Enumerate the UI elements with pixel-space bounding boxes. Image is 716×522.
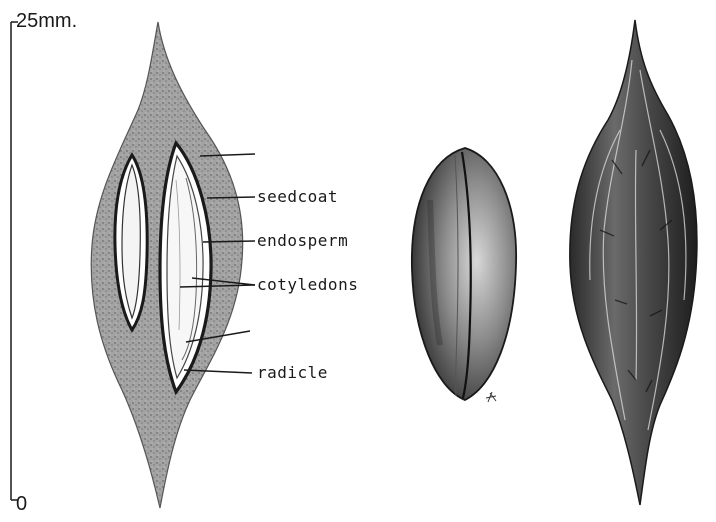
whole-fruit xyxy=(570,20,697,505)
whole-seed xyxy=(412,148,516,402)
label-radicle: radicle xyxy=(257,363,328,382)
scale-top-label: 25mm. xyxy=(16,10,77,33)
label-endosperm: endosperm xyxy=(257,231,348,250)
scale-bar xyxy=(11,22,18,500)
label-cotyledons: cotyledons xyxy=(257,275,358,294)
label-seedcoat: seedcoat xyxy=(257,187,338,206)
scale-bottom-label: 0 xyxy=(16,493,27,516)
fruit-cross-section xyxy=(91,22,242,508)
